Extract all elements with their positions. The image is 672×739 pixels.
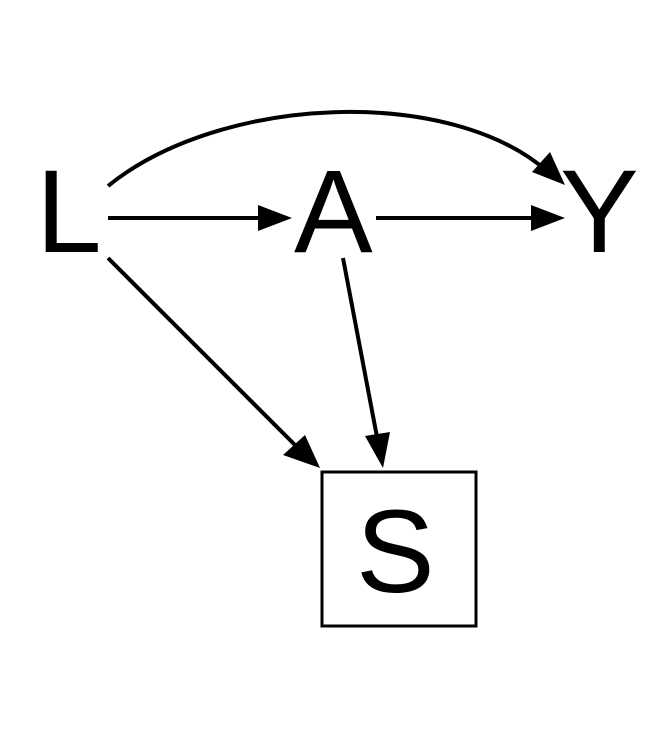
selection-box [320, 470, 478, 628]
node-a: A [294, 146, 373, 278]
edge-l-to-s [106, 256, 298, 448]
arrowhead-l-to-s [283, 435, 320, 468]
edge-l-to-y [106, 109, 550, 188]
node-s: S [356, 486, 435, 618]
arrowhead-a-to-y [531, 205, 565, 231]
node-l: L [36, 146, 102, 278]
arrowhead-a-to-s [365, 432, 390, 468]
edge-a-to-s [341, 257, 379, 438]
node-y: Y [560, 146, 639, 278]
arrowhead-l-to-a [258, 205, 292, 231]
arrowhead-l-to-y [532, 152, 565, 185]
